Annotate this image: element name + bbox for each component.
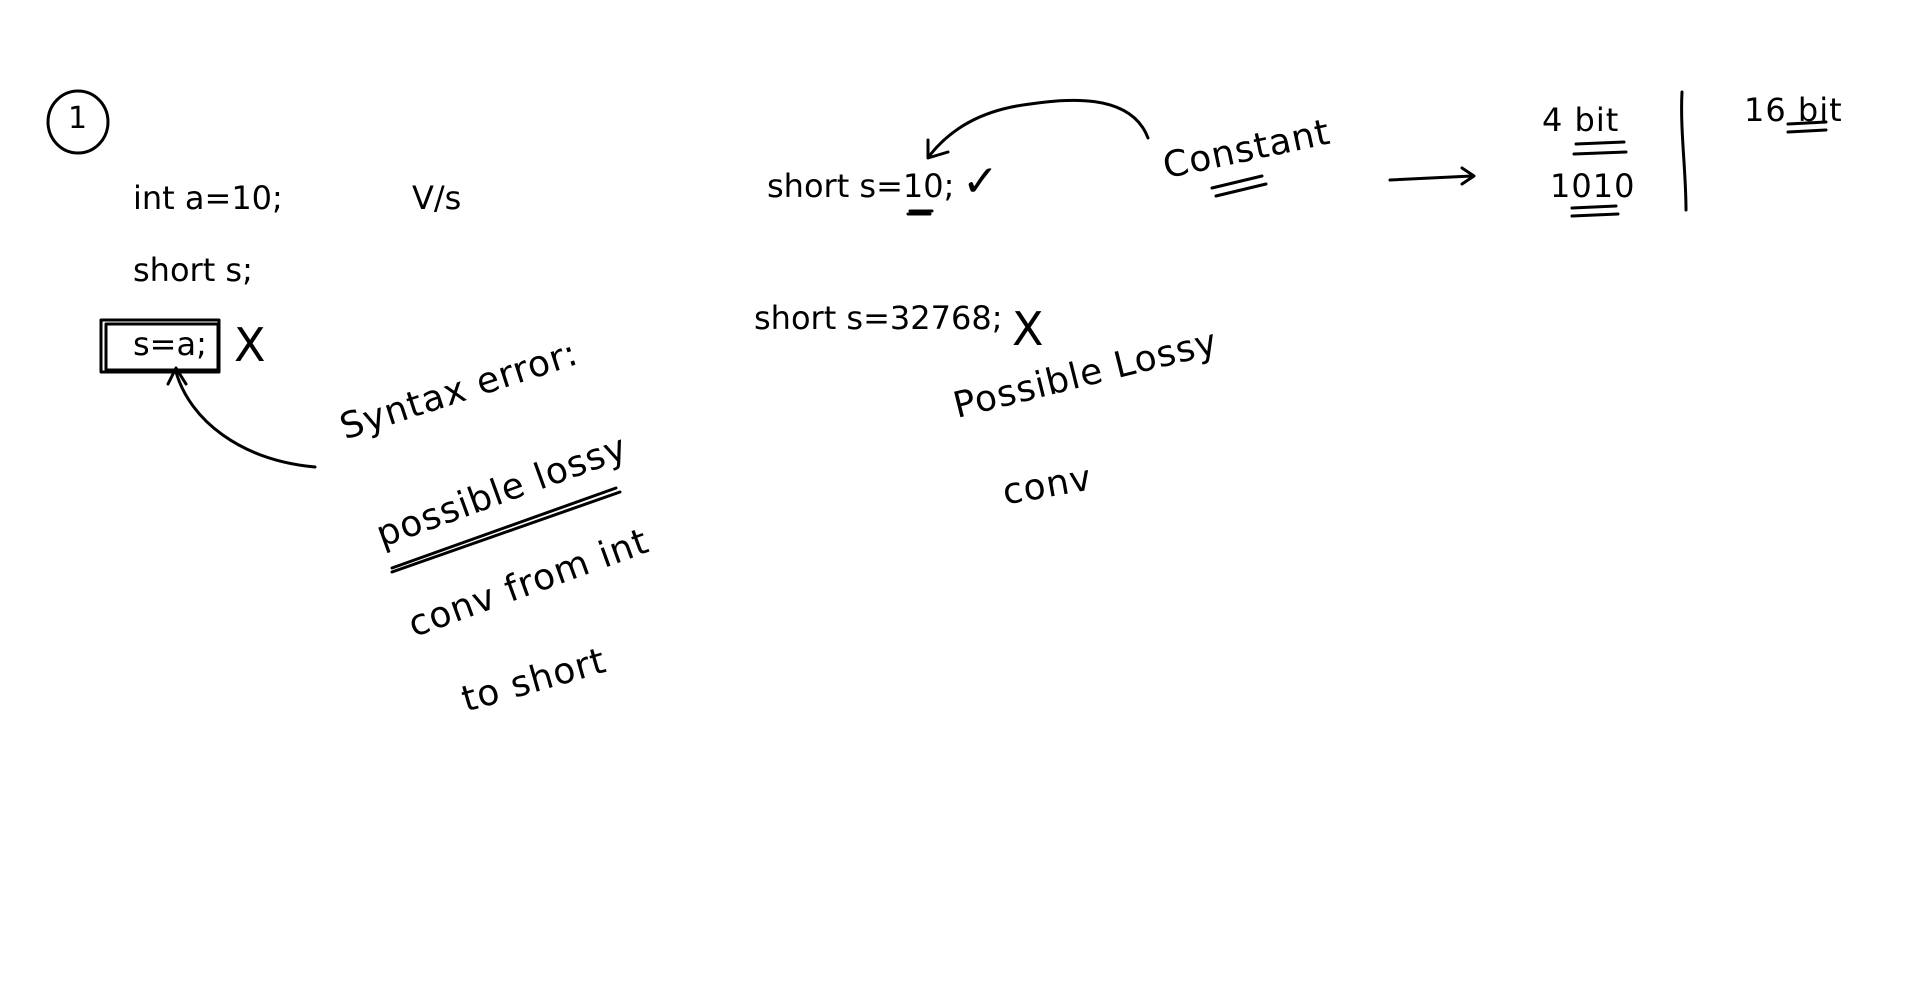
underline-constant-1 <box>1210 174 1264 190</box>
underline-4bit-2 <box>1572 150 1628 156</box>
four-bit-note: 4 bit <box>1542 101 1620 139</box>
arrow-head-3 <box>1460 166 1476 186</box>
binary-1010-note: 1010 <box>1550 167 1636 205</box>
short-init-10: short s=10; <box>767 167 955 205</box>
arrow-to-syntax-error <box>174 370 317 469</box>
constant-note: Constant <box>1159 111 1335 188</box>
assignment-statement: s=a; <box>133 325 207 363</box>
arrow-head-1 <box>166 366 188 386</box>
conv-note-2: conv <box>999 457 1096 514</box>
short-init-32768: short s=32768; <box>754 299 1003 337</box>
to-short-note: to short <box>457 640 611 721</box>
sixteen-bit-note: 16 bit <box>1744 91 1843 129</box>
tick-mark: ✓ <box>962 156 1000 207</box>
conv-from-int-note: conv from int <box>402 520 655 646</box>
versus-label: V/s <box>412 179 462 217</box>
int-declaration: int a=10; <box>133 179 283 217</box>
possible-lossy-note-2: Possible Lossy <box>949 321 1222 427</box>
cross-mark-1: X <box>234 318 267 372</box>
arrow-head-2 <box>926 138 950 160</box>
underline-16bit-2 <box>1786 128 1828 134</box>
underline-1010-1 <box>1570 204 1618 210</box>
arrow-constant-to-10 <box>928 98 1150 157</box>
cross-mark-2: X <box>1012 302 1045 356</box>
possible-lossy-note: possible lossy <box>370 426 633 556</box>
underline-1010-2 <box>1570 212 1620 218</box>
underline-4bit-1 <box>1574 140 1626 146</box>
divider-line <box>1680 90 1688 212</box>
number-marker: 1 <box>68 101 89 136</box>
arrow-to-bits <box>1388 174 1474 182</box>
syntax-error-note: Syntax error: <box>335 332 584 449</box>
short-declaration: short s; <box>133 251 253 289</box>
underline-constant-2 <box>1214 182 1268 198</box>
